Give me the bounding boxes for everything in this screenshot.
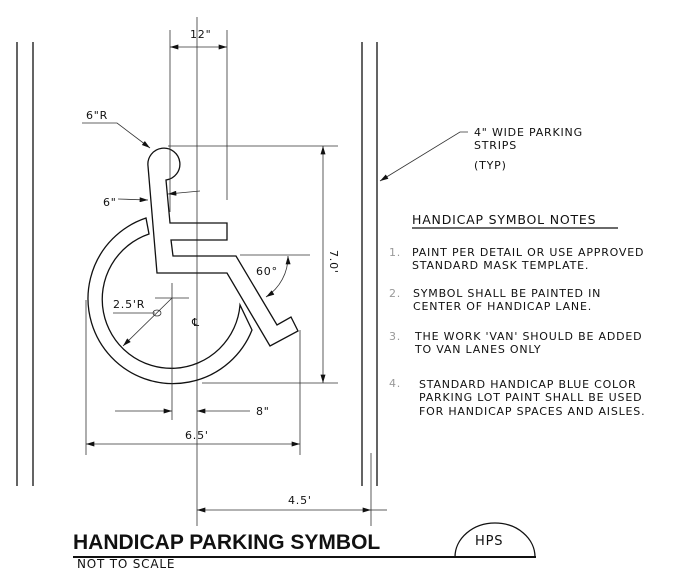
drawing-tag: HPS xyxy=(475,534,503,549)
left-parking-stripe xyxy=(16,42,34,486)
dimension-head-radius: 6"R xyxy=(82,109,151,149)
dimension-height: 7.0' xyxy=(168,145,340,384)
dimension-label: 6.5' xyxy=(185,429,209,442)
dimension-angle: 60° xyxy=(240,254,310,298)
note-text: STANDARD MASK TEMPLATE. xyxy=(412,259,589,272)
dimension-label: 8" xyxy=(256,405,270,418)
dimension-label: 12" xyxy=(190,28,211,41)
dimension-12in: 12" xyxy=(169,28,228,212)
note-text: THE WORK 'VAN' SHOULD BE ADDED xyxy=(414,330,642,343)
note-number: 4. xyxy=(389,377,401,390)
right-parking-stripe xyxy=(361,42,378,526)
dimension-width: 6.5' xyxy=(85,300,301,455)
dimension-label: 4.5' xyxy=(288,494,312,507)
dimension-label: 7.0' xyxy=(327,250,340,274)
callout-text: STRIPS xyxy=(474,139,517,152)
dimension-label: 6" xyxy=(103,196,117,209)
wheelchair-symbol xyxy=(87,147,299,385)
scale-note: NOT TO SCALE xyxy=(77,557,175,569)
dimension-wheel-radius: 2.5'R ℄ xyxy=(113,283,200,420)
note-number: 2. xyxy=(389,287,401,300)
dimension-offset-8in: 8" xyxy=(115,405,270,418)
centerline-symbol: ℄ xyxy=(191,316,200,329)
notes-heading: HANDICAP SYMBOL NOTES xyxy=(412,212,596,227)
dimension-body-width: 6" xyxy=(103,190,201,209)
drawing-title: HANDICAP PARKING SYMBOL xyxy=(73,531,380,554)
note-text: TO VAN LANES ONLY xyxy=(414,343,541,356)
note-text: SYMBOL SHALL BE PAINTED IN xyxy=(413,287,601,300)
callout-text: 4" WIDE PARKING xyxy=(474,126,583,139)
note-text: FOR HANDICAP SPACES AND AISLES. xyxy=(419,405,645,418)
note-text: PAINT PER DETAIL OR USE APPROVED xyxy=(412,246,644,259)
dimension-label: 60° xyxy=(256,265,278,278)
dimension-offset-45: 4.5' xyxy=(196,494,387,513)
note-number: 3. xyxy=(389,330,401,343)
note-text: PARKING LOT PAINT SHALL BE USED xyxy=(419,391,642,404)
note-number: 1. xyxy=(389,246,401,259)
note-text: STANDARD HANDICAP BLUE COLOR xyxy=(419,378,637,391)
dimension-label: 2.5'R xyxy=(113,298,145,311)
dimension-label: 6"R xyxy=(86,109,108,122)
callout-text: (TYP) xyxy=(474,159,507,172)
figure-body xyxy=(147,147,299,347)
title-block: HANDICAP PARKING SYMBOL NOT TO SCALE HPS xyxy=(73,522,536,569)
wheel xyxy=(87,217,253,385)
handicap-symbol-notes: HANDICAP SYMBOL NOTES 1. PAINT PER DETAI… xyxy=(389,212,645,418)
note-text: CENTER OF HANDICAP LANE. xyxy=(413,300,592,313)
tag-arc xyxy=(454,522,536,558)
parking-strip-callout: 4" WIDE PARKING STRIPS (TYP) xyxy=(379,126,583,182)
